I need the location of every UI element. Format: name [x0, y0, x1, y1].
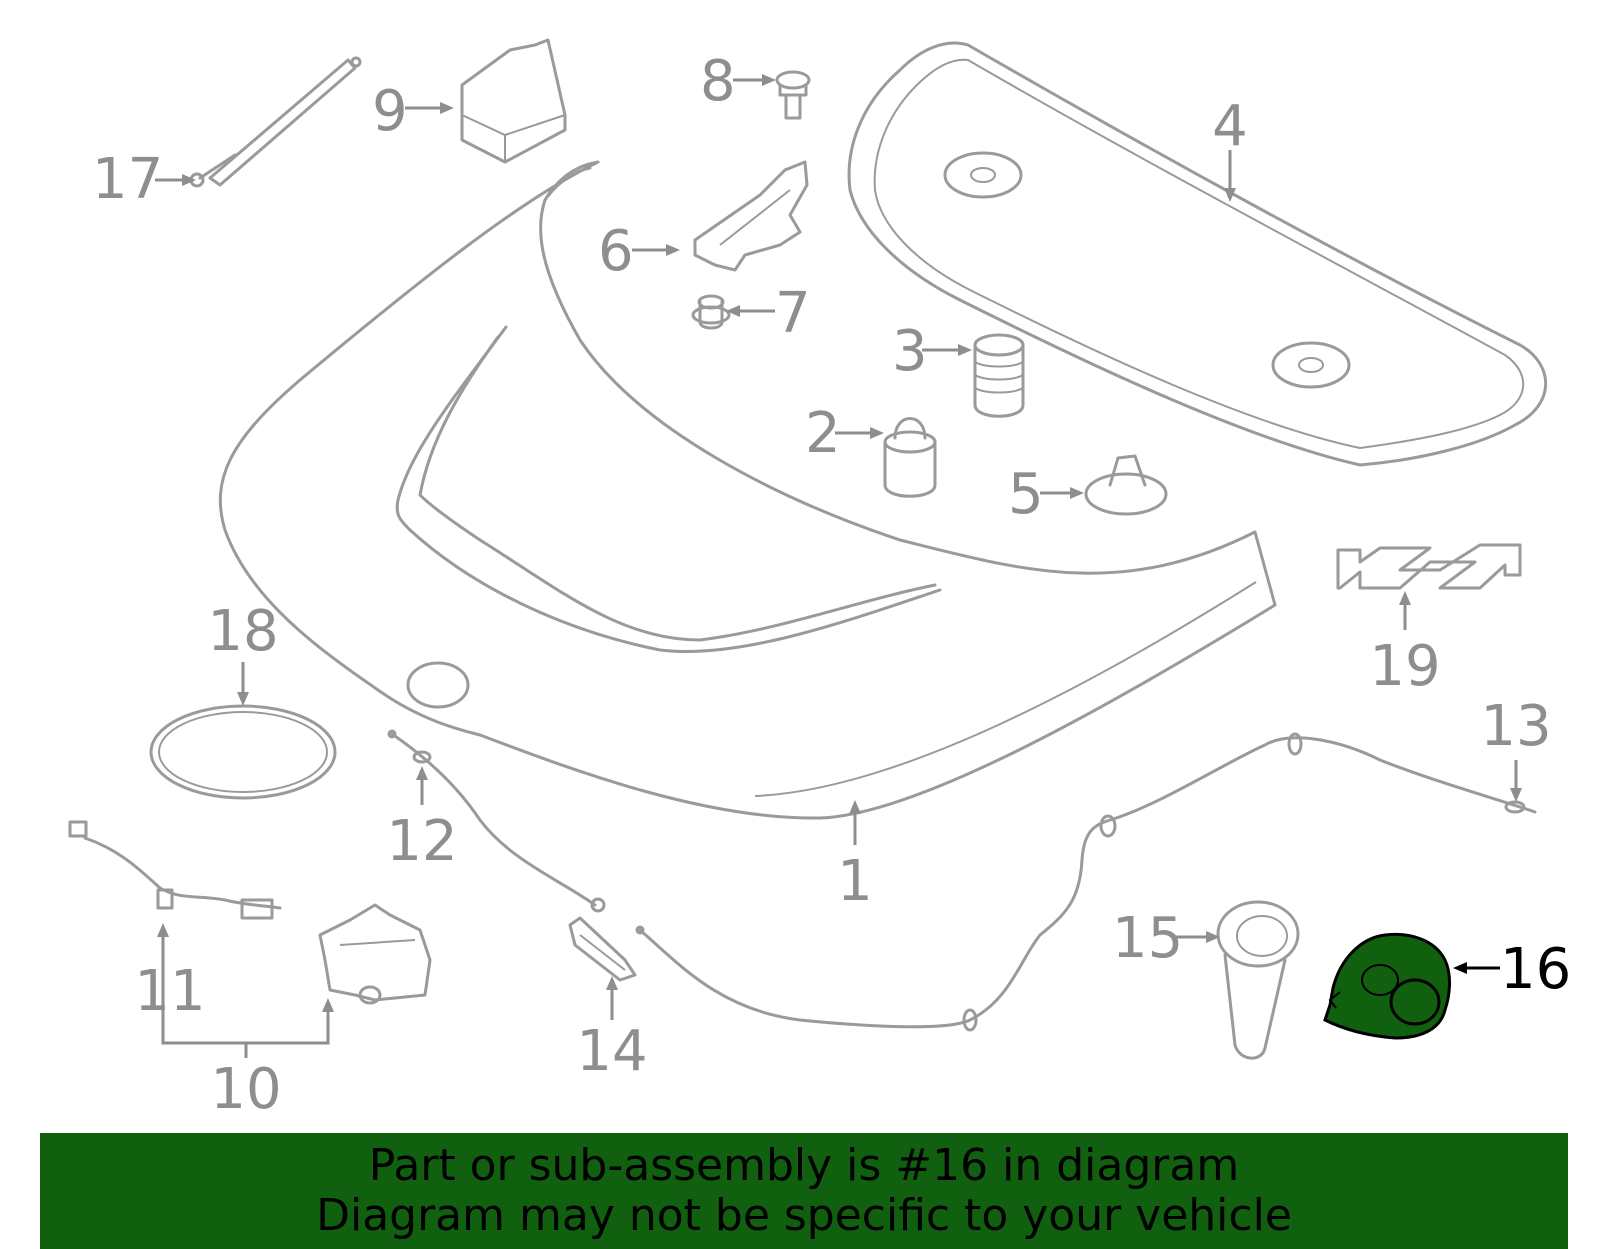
callout-17: 17 — [92, 147, 163, 212]
hood-clip — [1084, 454, 1168, 516]
callout-1: 1 — [837, 849, 873, 914]
callout-16: 16 — [1500, 937, 1571, 1002]
callout-9: 9 — [372, 79, 408, 144]
callout-11: 11 — [134, 959, 205, 1024]
hood-hinge — [693, 160, 809, 272]
info-banner: Part or sub-assembly is #16 in diagram D… — [40, 1133, 1568, 1249]
rubber-stopper — [973, 333, 1025, 418]
release-lever — [568, 916, 637, 982]
callout-2: 2 — [805, 401, 841, 466]
banner-line-1: Part or sub-assembly is #16 in diagram — [368, 1140, 1240, 1191]
callout-12: 12 — [386, 809, 457, 874]
hinge-bolt — [691, 294, 731, 330]
callout-13: 13 — [1480, 694, 1551, 759]
callout-8: 8 — [700, 49, 736, 114]
highlighted-part-16 — [1323, 932, 1451, 1040]
bolt — [775, 70, 811, 120]
bumper-stop — [883, 417, 937, 498]
callout-5: 5 — [1008, 462, 1044, 527]
release-cable-main — [635, 732, 1537, 1032]
part-16-cylinder — [1389, 978, 1441, 1026]
release-handle — [1216, 900, 1300, 1060]
latch-switch-harness — [68, 820, 282, 920]
insulator-pad — [847, 41, 1548, 467]
callout-10: 10 — [210, 1057, 281, 1122]
callout-labels: 1 2 3 4 5 6 7 8 9 10 11 12 13 14 15 16 1… — [92, 49, 1571, 1122]
kia-emblem — [1336, 543, 1522, 590]
callout-3: 3 — [892, 319, 928, 384]
banner-line-2: Diagram may not be specific to your vehi… — [316, 1190, 1292, 1241]
callout-4: 4 — [1212, 94, 1248, 159]
hood-panel — [218, 160, 1277, 820]
hood-latch — [318, 903, 432, 1005]
callout-leaders — [155, 74, 1522, 1058]
callout-19: 19 — [1369, 634, 1440, 699]
callout-7: 7 — [775, 281, 811, 346]
mounting-bracket — [460, 38, 567, 164]
callout-18: 18 — [207, 599, 278, 664]
callout-6: 6 — [598, 219, 634, 284]
seal-ring — [149, 704, 337, 800]
callout-15: 15 — [1112, 906, 1183, 971]
release-cable-upper — [387, 729, 606, 913]
callout-14: 14 — [576, 1019, 647, 1084]
hood-strut — [189, 56, 362, 188]
